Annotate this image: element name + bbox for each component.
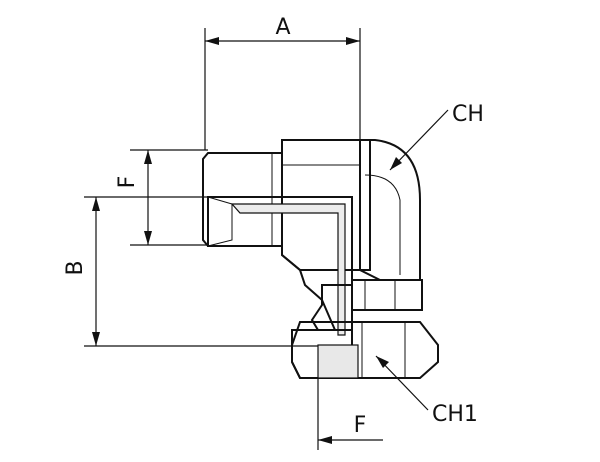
callout-ch: CH — [389, 102, 484, 171]
dim-b-arrow-top — [92, 197, 100, 211]
bore-channel — [230, 203, 346, 336]
ch-leader — [389, 109, 449, 171]
dim-b-arrow-bottom — [92, 332, 100, 346]
dim-f-bottom-label: F — [354, 413, 367, 438]
dim-a-arrow-left — [205, 37, 219, 45]
dimension-a: A — [204, 15, 361, 150]
callout-ch1: CH1 — [375, 355, 478, 427]
dim-f-top-label: F — [115, 176, 140, 189]
dim-b-label: B — [63, 260, 88, 275]
fitting-body — [202, 139, 439, 379]
ch-label: CH — [452, 102, 484, 127]
dim-a-arrow-right — [346, 37, 360, 45]
dim-a-label: A — [275, 15, 290, 40]
elbow-hex-body — [281, 139, 371, 271]
nut-bore — [317, 344, 359, 379]
thread-cone — [207, 196, 233, 247]
dim-f-bottom-arrow — [318, 436, 332, 444]
elbow-bend-edge — [364, 174, 401, 275]
ch1-arrow — [376, 356, 389, 368]
section-cutaway — [207, 196, 353, 331]
neck-ring — [351, 279, 423, 311]
ch-arrow — [390, 157, 402, 170]
ch1-label: CH1 — [432, 402, 478, 427]
dim-f-arrow-bottom — [144, 231, 152, 245]
dim-f-arrow-top — [144, 150, 152, 164]
dimension-f-bottom: F — [317, 378, 383, 450]
